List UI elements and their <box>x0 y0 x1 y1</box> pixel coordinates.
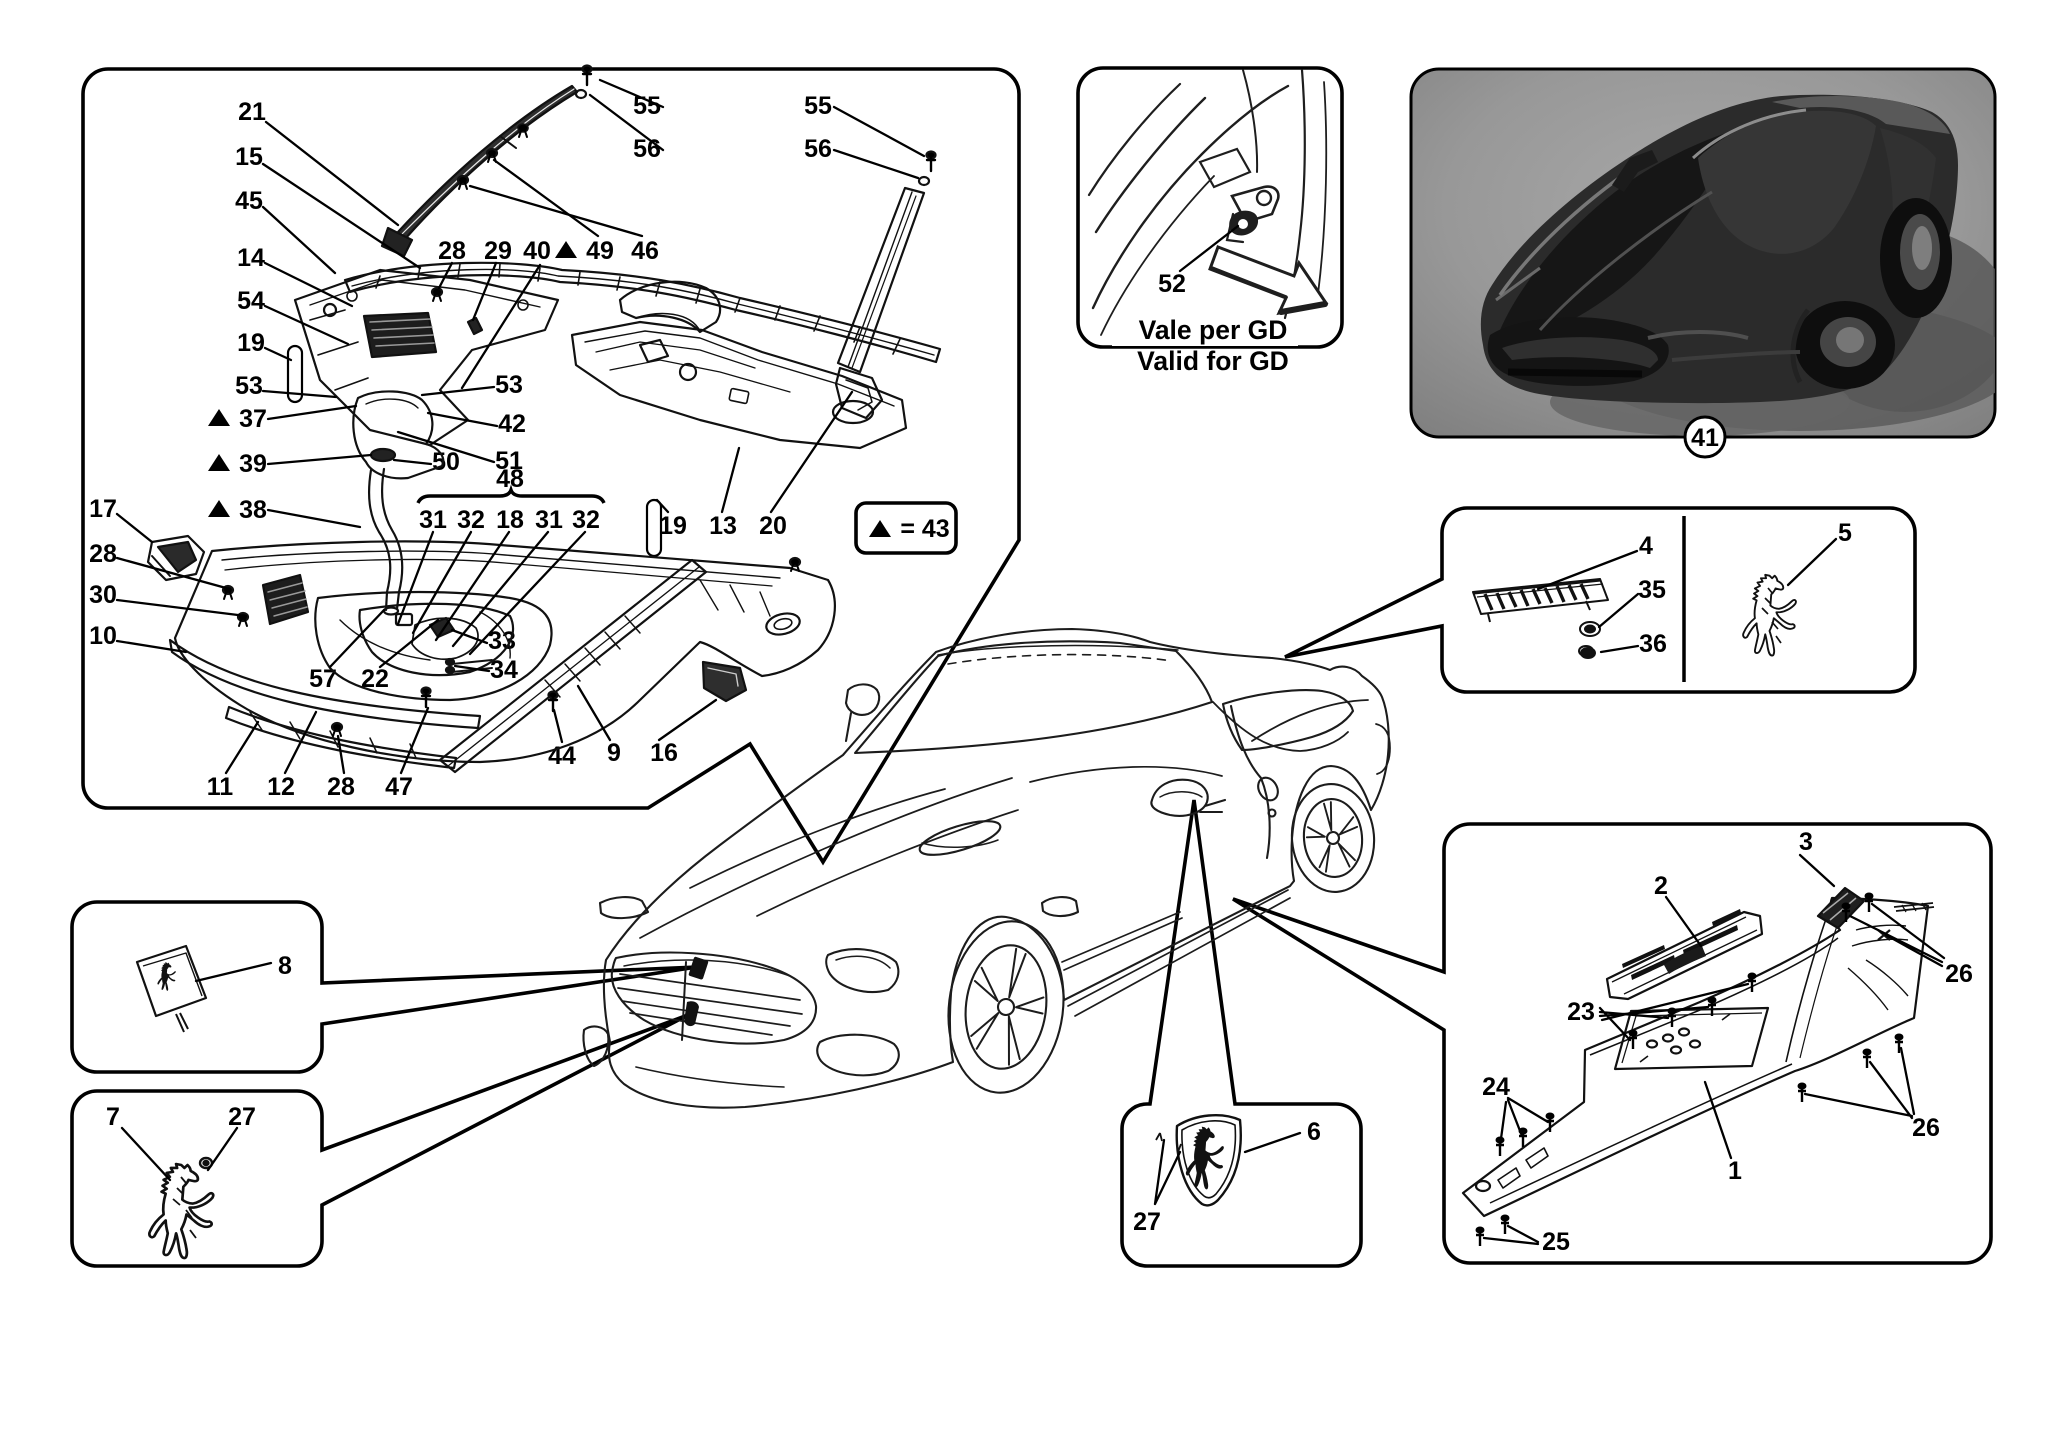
svg-text:= 43: = 43 <box>900 515 949 543</box>
svg-text:20: 20 <box>759 512 787 540</box>
svg-text:37: 37 <box>239 405 267 433</box>
svg-text:8: 8 <box>278 952 292 980</box>
svg-text:53: 53 <box>495 371 523 399</box>
svg-text:14: 14 <box>237 244 265 272</box>
svg-text:32: 32 <box>457 506 485 534</box>
svg-text:12: 12 <box>267 773 295 801</box>
svg-text:28: 28 <box>89 540 117 568</box>
svg-text:50: 50 <box>432 448 460 476</box>
svg-text:24: 24 <box>1482 1073 1510 1101</box>
svg-text:9: 9 <box>607 739 621 767</box>
svg-text:26: 26 <box>1912 1114 1940 1142</box>
svg-text:19: 19 <box>659 512 687 540</box>
svg-text:23: 23 <box>1567 998 1595 1026</box>
svg-text:31: 31 <box>419 506 447 534</box>
svg-text:19: 19 <box>237 329 265 357</box>
svg-text:42: 42 <box>498 410 526 438</box>
svg-text:26: 26 <box>1945 960 1973 988</box>
svg-text:30: 30 <box>89 581 117 609</box>
svg-text:1: 1 <box>1728 1157 1742 1185</box>
svg-text:21: 21 <box>238 98 266 126</box>
svg-text:29: 29 <box>484 237 512 265</box>
svg-text:25: 25 <box>1542 1228 1570 1256</box>
svg-text:32: 32 <box>572 506 600 534</box>
svg-text:56: 56 <box>633 135 661 163</box>
svg-text:17: 17 <box>89 495 117 523</box>
svg-text:36: 36 <box>1639 630 1667 658</box>
svg-text:57: 57 <box>309 665 337 693</box>
svg-text:40: 40 <box>523 237 551 265</box>
svg-text:47: 47 <box>385 773 413 801</box>
svg-text:10: 10 <box>89 622 117 650</box>
svg-text:4: 4 <box>1639 532 1653 560</box>
svg-text:56: 56 <box>804 135 832 163</box>
svg-text:28: 28 <box>438 237 466 265</box>
svg-text:31: 31 <box>535 506 563 534</box>
svg-text:13: 13 <box>709 512 737 540</box>
svg-text:55: 55 <box>804 92 832 120</box>
svg-text:35: 35 <box>1638 576 1666 604</box>
svg-text:7: 7 <box>106 1103 120 1131</box>
svg-text:Valid for GD: Valid for GD <box>1137 346 1289 376</box>
svg-text:52: 52 <box>1158 270 1186 298</box>
svg-text:Vale per GD: Vale per GD <box>1139 315 1288 345</box>
svg-text:16: 16 <box>650 739 678 767</box>
svg-text:15: 15 <box>235 143 263 171</box>
svg-text:3: 3 <box>1799 828 1813 856</box>
svg-text:11: 11 <box>207 773 234 801</box>
svg-text:39: 39 <box>239 450 267 478</box>
svg-text:46: 46 <box>631 237 659 265</box>
svg-text:53: 53 <box>235 372 263 400</box>
svg-text:5: 5 <box>1838 519 1852 547</box>
svg-text:49: 49 <box>586 237 614 265</box>
svg-text:27: 27 <box>1133 1208 1161 1236</box>
svg-text:38: 38 <box>239 496 267 524</box>
svg-text:51: 51 <box>495 447 523 475</box>
svg-text:41: 41 <box>1691 424 1719 452</box>
svg-text:18: 18 <box>496 506 524 534</box>
svg-text:28: 28 <box>327 773 355 801</box>
svg-text:54: 54 <box>237 287 265 315</box>
svg-text:27: 27 <box>228 1103 256 1131</box>
svg-text:45: 45 <box>235 187 263 215</box>
svg-text:2: 2 <box>1654 872 1668 900</box>
svg-text:6: 6 <box>1307 1118 1321 1146</box>
